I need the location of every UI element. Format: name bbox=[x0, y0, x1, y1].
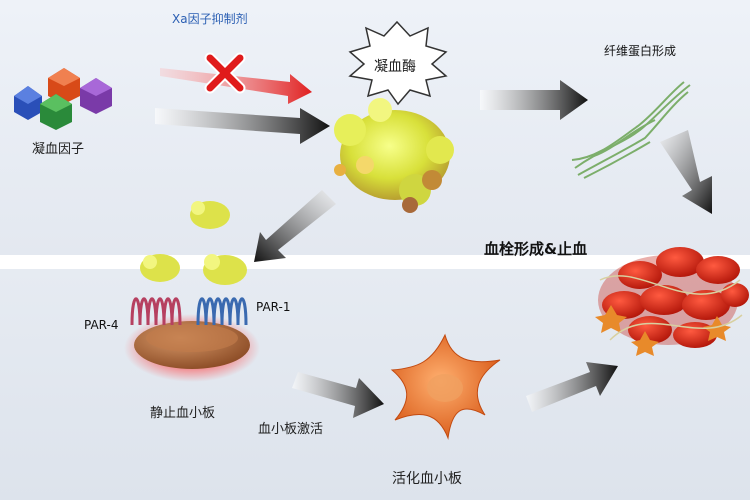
thrombin-label: 凝血酶 bbox=[374, 59, 416, 75]
par1-label: PAR-1 bbox=[256, 300, 291, 314]
thrombin-blob-icon bbox=[334, 98, 454, 213]
arrow-factors-to-thrombin bbox=[155, 108, 330, 144]
fibrin-strands-icon bbox=[571, 81, 691, 179]
resting-platelet-icon bbox=[124, 314, 260, 382]
resting-platelet-label: 静止血小板 bbox=[150, 406, 216, 421]
coag-factor-cubes-icon bbox=[14, 68, 112, 130]
arrow-thrombin-to-fibrin bbox=[480, 80, 588, 120]
platelet-activation-label: 血小板激活 bbox=[258, 422, 324, 437]
fibrin-label: 纤维蛋白形成 bbox=[604, 44, 677, 58]
thrombus-label: 血栓形成&止血 bbox=[484, 240, 588, 258]
arrow-thrombin-to-platelet bbox=[254, 190, 336, 262]
activated-platelet-label: 活化血小板 bbox=[392, 471, 462, 487]
coag-factors-label: 凝血因子 bbox=[32, 142, 85, 157]
activated-platelet-icon bbox=[390, 333, 501, 440]
par4-label: PAR-4 bbox=[84, 318, 119, 332]
band-divider bbox=[0, 255, 750, 269]
par-receptors-icon bbox=[130, 297, 248, 326]
arrow-fibrin-to-clot bbox=[660, 130, 712, 214]
thrombin-burst-icon bbox=[348, 20, 448, 106]
thrombin-small-blobs-icon bbox=[140, 201, 247, 285]
thrombus-cluster-icon bbox=[595, 247, 749, 356]
xa-inhibitor-label: Xa因子抑制剂 bbox=[172, 12, 248, 26]
inhibit-cross-icon bbox=[204, 52, 246, 94]
arrow-active-to-clot bbox=[526, 362, 618, 412]
arrow-rest-to-active bbox=[292, 372, 384, 418]
